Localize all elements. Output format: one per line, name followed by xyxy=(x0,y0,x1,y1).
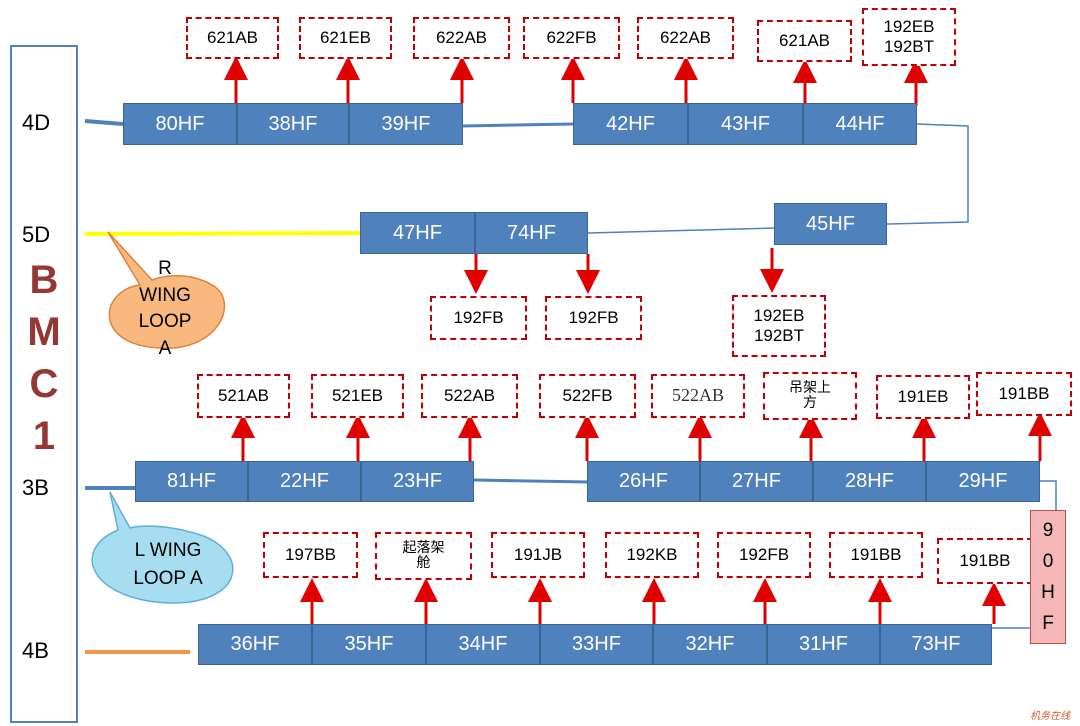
station-label: 622FB xyxy=(523,17,620,59)
vertical-char: F xyxy=(1042,612,1054,634)
vertical-box-90hf: 9 0 H F xyxy=(1030,510,1066,644)
connector-box-81hf: 81HF xyxy=(135,461,248,502)
connector-box-22hf: 22HF xyxy=(248,461,361,502)
station-label: 191BB xyxy=(829,532,923,578)
connector-box-23hf: 23HF xyxy=(361,461,474,502)
l-wing-bubble xyxy=(91,491,234,604)
level-4d: 4D xyxy=(22,110,51,135)
connector-box-29hf: 29HF xyxy=(926,461,1040,502)
connector-box-26hf: 26HF xyxy=(587,461,700,502)
connector-box-33hf: 33HF xyxy=(540,624,653,665)
bmc-digit-1: 1 xyxy=(32,414,56,458)
connector-box-80hf: 80HF xyxy=(123,103,237,145)
level-3b: 3B xyxy=(22,475,49,500)
vertical-char: 0 xyxy=(1042,550,1054,572)
station-label: 192FB xyxy=(545,296,642,340)
station-label: 622AB xyxy=(637,17,734,59)
bmc-letter-m: M xyxy=(27,310,61,354)
connector-box-28hf: 28HF xyxy=(813,461,926,502)
station-label: 191EB xyxy=(876,375,970,419)
bmc1-panel xyxy=(10,45,78,723)
station-label: 191JB xyxy=(491,532,585,578)
station-label: 192EB 192BT xyxy=(862,8,956,66)
station-label: 吊架上 方 xyxy=(763,372,857,420)
level-4b: 4B xyxy=(22,638,49,663)
station-label: 621AB xyxy=(186,17,279,59)
connector-box-39hf: 39HF xyxy=(349,103,463,145)
connector-box-35hf: 35HF xyxy=(312,624,426,665)
station-label: 起落架 舱 xyxy=(375,532,472,580)
line-5d-yellow xyxy=(84,231,363,236)
station-label: 192KB xyxy=(605,532,699,578)
station-label: 522AB xyxy=(651,374,745,418)
station-label: 192EB 192BT xyxy=(732,295,826,357)
line-row3-gap xyxy=(473,478,589,484)
connector-box-43hf: 43HF xyxy=(688,103,803,145)
vertical-char: H xyxy=(1041,581,1055,603)
connector-box-34hf: 34HF xyxy=(426,624,540,665)
station-label: 622AB xyxy=(413,17,510,59)
connector-box-73hf: 73HF xyxy=(880,624,992,665)
station-label: 522AB xyxy=(421,374,518,418)
connector-box-42hf: 42HF xyxy=(573,103,688,145)
l-wing-loop-text: L WING LOOP A xyxy=(133,540,203,589)
connector-box-44hf: 44HF xyxy=(803,103,917,145)
connector-box-31hf: 31HF xyxy=(767,624,880,665)
connector-box-47hf: 47HF xyxy=(360,212,475,254)
line-29-90 xyxy=(1040,480,1057,514)
station-label: 621AB xyxy=(757,20,852,62)
station-label: 521AB xyxy=(197,374,290,418)
connector-box-32hf: 32HF xyxy=(653,624,767,665)
connector-box-74hf: 74HF xyxy=(475,212,588,254)
station-label: 621EB xyxy=(299,17,392,59)
r-wing-bubble xyxy=(107,231,226,349)
connector-box-36hf: 36HF xyxy=(198,624,312,665)
vertical-char: 9 xyxy=(1042,519,1054,541)
station-label: 522FB xyxy=(539,374,636,418)
station-label: 197BB xyxy=(263,532,358,578)
station-label: 192FB xyxy=(430,296,527,340)
bmc-letter-c: C xyxy=(29,362,59,406)
bmc-letter-b: B xyxy=(29,258,59,302)
level-5d: 5D xyxy=(22,222,51,247)
connector-box-45hf: 45HF xyxy=(774,203,887,245)
line-74-45 xyxy=(587,227,776,234)
line-44-45 xyxy=(886,123,969,225)
station-label: 191BB xyxy=(937,538,1033,584)
r-wing-loop-text: R WING LOOP A xyxy=(138,258,192,359)
station-label: 191BB xyxy=(976,372,1072,416)
connector-box-38hf: 38HF xyxy=(237,103,349,145)
station-label: 521EB xyxy=(311,374,404,418)
line-row1-gap xyxy=(461,122,574,128)
connector-box-27hf: 27HF xyxy=(700,461,813,502)
watermark: 机务在线 xyxy=(1030,711,1070,722)
line-4d xyxy=(84,119,124,126)
station-label: 192FB xyxy=(717,532,811,578)
